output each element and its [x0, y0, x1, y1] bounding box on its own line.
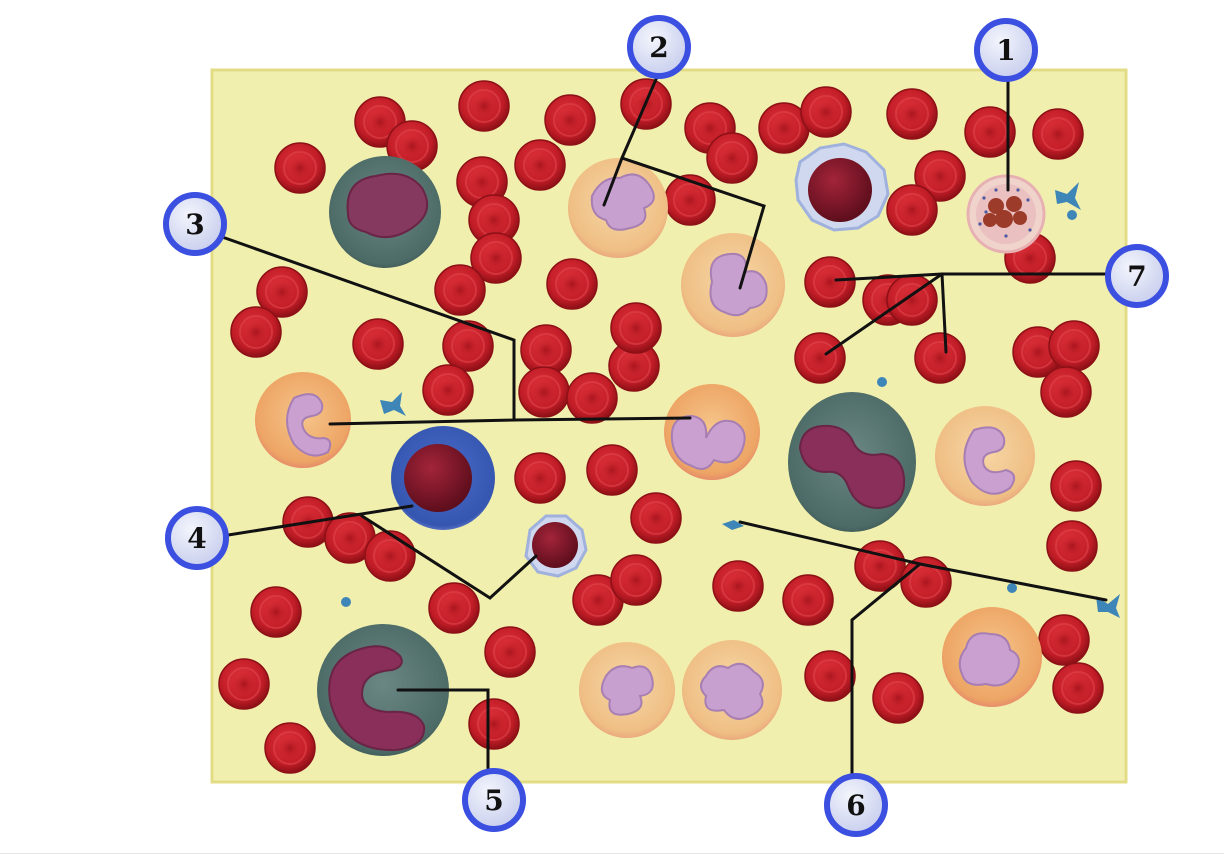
leader-line-3b [512, 416, 692, 422]
red-blood-cell [1048, 320, 1100, 372]
small-lymphocyte-bottom [524, 514, 588, 578]
monocyte-top-left [329, 156, 441, 268]
red-blood-cell [964, 106, 1016, 158]
red-blood-cell [914, 150, 966, 202]
callout-2: 2 [627, 15, 691, 79]
red-blood-cell [1046, 520, 1098, 572]
red-blood-cell [544, 94, 596, 146]
band-cell-center [664, 384, 760, 480]
red-blood-cell [546, 258, 598, 310]
callout-4-label: 4 [187, 522, 206, 555]
red-blood-cell [610, 302, 662, 354]
callout-6-label: 6 [846, 789, 865, 822]
red-blood-cell [218, 658, 270, 710]
red-blood-cell [872, 672, 924, 724]
callout-7-label: 7 [1127, 260, 1146, 293]
red-blood-cell [428, 582, 480, 634]
red-blood-cell [470, 232, 522, 284]
callout-1: 1 [974, 18, 1038, 82]
monocyte-bottom-left [317, 624, 449, 756]
red-blood-cell [608, 340, 660, 392]
page-bottom-rule [0, 853, 1224, 854]
red-blood-cell [274, 142, 326, 194]
callout-5: 5 [462, 768, 526, 832]
red-blood-cell [514, 139, 566, 191]
monocyte-right [788, 392, 916, 532]
band-cell-left [255, 372, 351, 468]
red-blood-cell [520, 324, 572, 376]
red-blood-cell [484, 626, 536, 678]
callout-2-label: 2 [649, 31, 668, 64]
red-blood-cells [218, 78, 1104, 774]
red-blood-cell [264, 722, 316, 774]
red-blood-cell [566, 372, 618, 424]
red-blood-cell [664, 174, 716, 226]
callout-7: 7 [1105, 244, 1169, 308]
red-blood-cell [1032, 108, 1084, 160]
neutrophil-top-right [681, 233, 785, 337]
red-blood-cell [804, 650, 856, 702]
leader-line-7c [940, 272, 948, 354]
red-blood-cell [1040, 366, 1092, 418]
red-blood-cell [434, 264, 486, 316]
leader-line-2b [620, 156, 766, 290]
neutrophil-bottom-left [579, 642, 675, 738]
red-blood-cell [800, 86, 852, 138]
red-blood-cell [758, 102, 810, 154]
callout-3: 3 [163, 192, 227, 256]
leader-line-5 [396, 688, 490, 772]
red-blood-cell [364, 530, 416, 582]
leader-line-6 [850, 562, 922, 778]
red-blood-cell [230, 306, 282, 358]
eosinophil-cell [966, 174, 1046, 254]
red-blood-cell [468, 698, 520, 750]
callout-badges: 1 2 3 4 5 6 7 [163, 15, 1169, 837]
red-blood-cell [468, 194, 520, 246]
red-blood-cell [630, 492, 682, 544]
red-blood-cell [1052, 662, 1104, 714]
red-blood-cell [854, 540, 906, 592]
callout-3-label: 3 [185, 208, 204, 241]
red-blood-cell [886, 184, 938, 236]
leader-lines [206, 68, 1112, 778]
leader-line-3 [206, 230, 516, 426]
red-blood-cell [1038, 614, 1090, 666]
red-blood-cell [250, 586, 302, 638]
red-blood-cell [804, 256, 856, 308]
red-blood-cell [900, 556, 952, 608]
band-cell-right [935, 406, 1035, 506]
red-blood-cell [256, 266, 308, 318]
large-lymphocyte [391, 426, 495, 530]
red-blood-cell [458, 80, 510, 132]
red-blood-cell [914, 332, 966, 384]
callout-4: 4 [165, 506, 229, 570]
callout-1-label: 1 [996, 34, 1015, 67]
callout-6: 6 [824, 773, 888, 837]
red-blood-cell [514, 452, 566, 504]
red-blood-cell [1050, 460, 1102, 512]
leader-line-4 [220, 504, 414, 538]
red-blood-cell [442, 320, 494, 372]
red-blood-cell [422, 364, 474, 416]
red-blood-cell [712, 560, 764, 612]
red-blood-cell [794, 332, 846, 384]
red-blood-cell [706, 132, 758, 184]
red-blood-cell [586, 444, 638, 496]
red-blood-cell [610, 554, 662, 606]
leader-line-4b [360, 514, 538, 600]
callout-5-label: 5 [484, 784, 503, 817]
leader-line-6b [738, 520, 1108, 602]
small-lymphocyte-top [794, 142, 890, 232]
red-blood-cell [518, 366, 570, 418]
red-blood-cell [782, 574, 834, 626]
red-blood-cell [352, 318, 404, 370]
neutrophil-bottom-right [682, 640, 782, 740]
red-blood-cell [886, 88, 938, 140]
neutrophil-top-left [568, 158, 668, 258]
band-cell-bottom-right [942, 607, 1042, 707]
platelets [341, 182, 1120, 618]
leader-line-7b [824, 272, 944, 356]
